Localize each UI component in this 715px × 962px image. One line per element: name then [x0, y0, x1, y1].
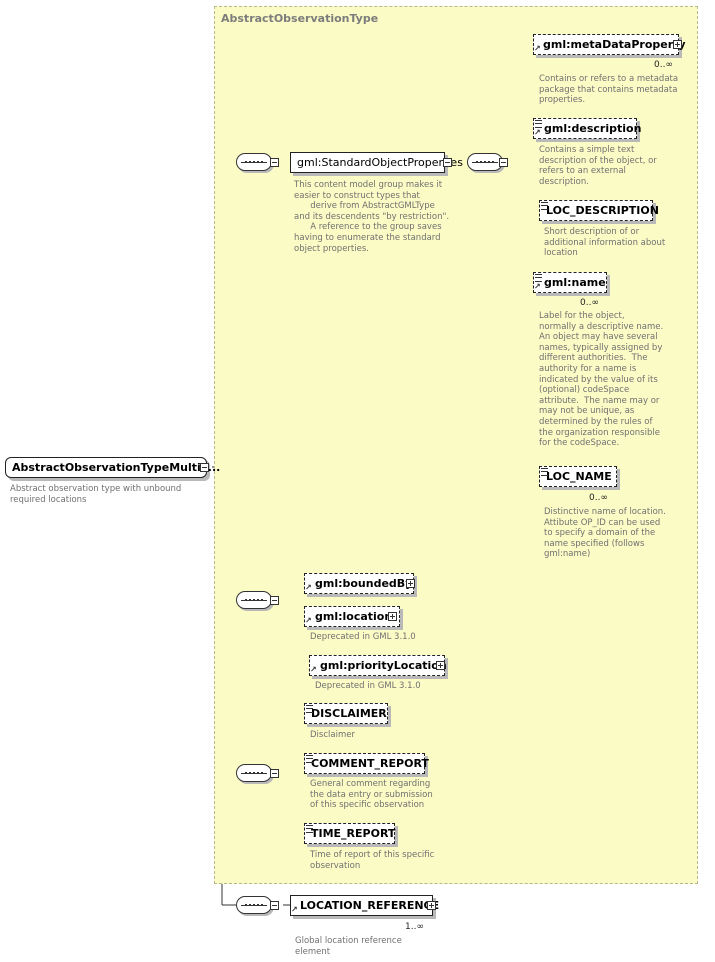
bounded-by-node[interactable]: ↗ gml:boundedBy — [304, 573, 414, 594]
time-report-node[interactable]: TIME_REPORT — [304, 823, 395, 844]
loc-description-description: Short description of or additional infor… — [544, 227, 666, 259]
name-element-node[interactable]: ↗ gml:name — [533, 272, 607, 293]
name-element-occurrence: 0..∞ — [580, 298, 599, 308]
location-label: gml:location — [315, 610, 393, 623]
group-title: AbstractObservationType — [221, 12, 379, 25]
collapse-icon[interactable] — [270, 596, 279, 605]
location-reference-description: Global location reference element — [295, 936, 402, 957]
loc-name-occurrence: 0..∞ — [589, 493, 608, 503]
attribute-icon — [541, 202, 548, 210]
priority-location-node[interactable]: ↗ gml:priorityLocation — [309, 655, 447, 676]
collapse-icon[interactable] — [270, 769, 279, 778]
description-element-description: Contains a simple text description of th… — [539, 145, 657, 187]
reference-arrow-icon: ↗ — [310, 665, 317, 674]
collapse-icon[interactable] — [270, 158, 279, 167]
metadata-property-node[interactable]: ↗ gml:metaDataProperty — [533, 34, 686, 55]
expand-icon[interactable] — [388, 612, 397, 621]
time-report-description: Time of report of this specific observat… — [310, 850, 435, 871]
reference-arrow-icon: ↗ — [291, 905, 298, 914]
reference-arrow-icon: ↗ — [534, 282, 541, 291]
attribute-icon — [541, 468, 548, 476]
priority-location-description: Deprecated in GML 3.1.0 — [315, 681, 421, 691]
reference-arrow-icon: ↗ — [534, 44, 541, 53]
metadata-property-description: Contains or refers to a metadata package… — [539, 74, 679, 106]
location-reference-node[interactable]: ↗ LOCATION_REFERENCE — [290, 895, 439, 916]
attribute-icon — [306, 755, 313, 763]
disclaimer-node[interactable]: DISCLAIMER — [304, 703, 388, 724]
name-element-description: Label for the object, normally a descrip… — [539, 311, 664, 449]
expand-icon[interactable] — [427, 901, 436, 910]
loc-name-node[interactable]: LOC_NAME — [539, 466, 617, 487]
description-element-node[interactable]: ↗ gml:description — [533, 118, 641, 139]
standard-object-properties-label: gml:StandardObjectProperties — [297, 156, 463, 169]
collapse-icon[interactable] — [443, 158, 452, 167]
disclaimer-description: Disclaimer — [310, 730, 355, 740]
sequence-compositor-icon[interactable] — [236, 591, 272, 609]
reference-arrow-icon: ↗ — [305, 583, 312, 592]
expand-icon[interactable] — [406, 579, 415, 588]
loc-name-description: Distinctive name of location. Attibute O… — [544, 507, 666, 560]
loc-name-label: LOC_NAME — [546, 470, 612, 483]
comment-report-node[interactable]: COMMENT_REPORT — [304, 753, 429, 774]
time-report-label: TIME_REPORT — [311, 827, 396, 840]
root-description: Abstract observation type with unbound r… — [10, 484, 182, 505]
sequence-compositor-icon[interactable] — [236, 896, 272, 914]
metadata-property-label: gml:metaDataProperty — [543, 38, 686, 51]
sequence-compositor-icon[interactable] — [467, 153, 503, 171]
metadata-property-occurrence: 0..∞ — [654, 60, 673, 70]
standard-object-properties-description: This content model group makes it easier… — [294, 180, 450, 254]
collapse-icon[interactable] — [499, 158, 508, 167]
expand-icon[interactable] — [436, 661, 445, 670]
reference-arrow-icon: ↗ — [534, 128, 541, 137]
attribute-icon — [535, 120, 542, 128]
comment-report-description: General comment regarding the data entry… — [310, 779, 433, 811]
location-description: Deprecated in GML 3.1.0 — [310, 632, 416, 642]
loc-description-label: LOC_DESCRIPTION — [546, 204, 659, 217]
collapse-icon[interactable] — [200, 463, 209, 472]
disclaimer-label: DISCLAIMER — [311, 707, 387, 720]
attribute-icon — [535, 274, 542, 282]
priority-location-label: gml:priorityLocation — [320, 659, 447, 672]
comment-report-label: COMMENT_REPORT — [311, 757, 429, 770]
sequence-compositor-icon[interactable] — [236, 764, 272, 782]
expand-icon[interactable] — [673, 40, 682, 49]
loc-description-node[interactable]: LOC_DESCRIPTION — [539, 200, 659, 221]
attribute-icon — [306, 825, 313, 833]
location-reference-occurrence: 1..∞ — [405, 922, 424, 932]
bounded-by-label: gml:boundedBy — [315, 577, 413, 590]
attribute-icon — [306, 705, 313, 713]
root-element-node[interactable]: AbstractObservationTypeMultiL... — [5, 457, 220, 478]
standard-object-properties-node[interactable]: gml:StandardObjectProperties — [290, 152, 463, 173]
location-reference-label: LOCATION_REFERENCE — [300, 899, 440, 912]
collapse-icon[interactable] — [270, 901, 279, 910]
description-element-label: gml:description — [544, 122, 642, 135]
sequence-compositor-icon[interactable] — [236, 153, 272, 171]
root-element-label: AbstractObservationTypeMultiL... — [12, 461, 221, 474]
name-element-label: gml:name — [544, 276, 606, 289]
reference-arrow-icon: ↗ — [305, 616, 312, 625]
location-node[interactable]: ↗ gml:location — [304, 606, 400, 627]
